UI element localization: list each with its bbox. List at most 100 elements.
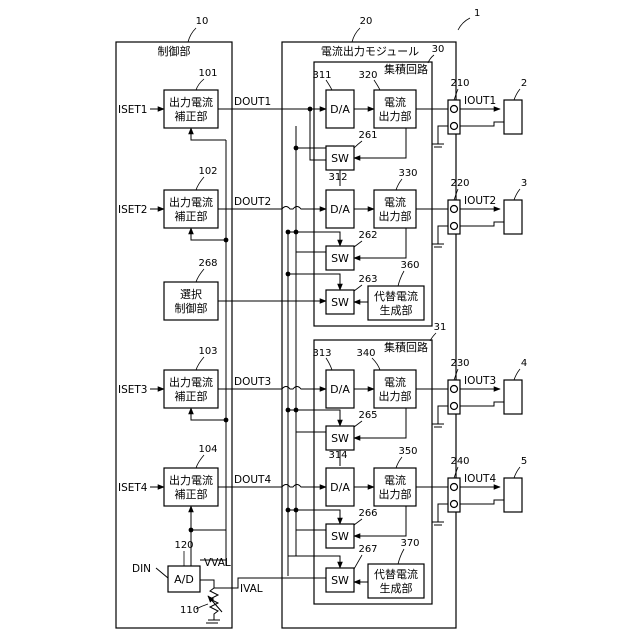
output-current-correction-2: 出力電流 補正部 102 [164,166,218,228]
iset2-label: ISET2 [118,204,148,216]
alt-360-ref: 360 [400,260,419,271]
system-ref: 1 [474,8,480,19]
dac-313-ref: 313 [312,348,331,359]
out-340-label-2: 出力部 [379,389,412,403]
sel-ref: 268 [198,258,217,269]
ic1-title: 集積回路 [384,62,428,76]
corr3-label-1: 出力電流 [169,375,213,389]
iout2-label: IOUT2 [464,195,496,207]
out-340-ref: 340 [356,348,375,359]
iset1-label: ISET1 [118,104,148,116]
dac-314-ref: 314 [328,450,347,461]
corr2-label-2: 補正部 [175,209,208,223]
output-current-correction-4: 出力電流 補正部 104 [164,444,218,506]
resistor-ref: 110 [180,605,199,616]
iout4-label: IOUT4 [464,473,496,485]
output-terminal-3: IOUT3 230 4 [416,358,527,427]
sw-261-label: SW [331,152,349,165]
dac-313-label: D/A [330,383,350,396]
sel-label-2: 制御部 [175,301,208,315]
current-output-340: 電流 出力部 340 [356,348,416,408]
corr4-label-2: 補正部 [175,487,208,501]
out-320-ref: 320 [358,70,377,81]
dac-312-label: D/A [330,203,350,216]
out-350-label-1: 電流 [384,473,406,487]
out-350-ref: 350 [398,446,417,457]
terminal-220-ref: 220 [450,178,469,189]
module-vertical-buses [286,146,299,576]
load-3-ref: 3 [521,178,527,189]
output-terminal-4: IOUT4 240 5 [416,456,527,525]
control-unit-title: 制御部 [158,44,191,58]
corr2-label-1: 出力電流 [169,195,213,209]
out-330-ref: 330 [398,168,417,179]
selection-control-unit: 選択 制御部 268 [164,258,218,320]
dac-311-label: D/A [330,103,350,116]
integrated-circuit-1-frame: 集積回路 30 [314,44,444,326]
sw-261-ref: 261 [358,130,377,141]
load-2-ref: 2 [521,78,527,89]
sw-262-label: SW [331,252,349,265]
iset-inputs: ISET1 ISET2 ISET3 ISET4 [118,104,164,494]
corr3-ref: 103 [198,346,217,357]
switch-266: SW 266 [326,508,378,548]
module-title: 電流出力モジュール [321,44,419,58]
corr4-label-1: 出力電流 [169,473,213,487]
din-label: DIN [132,563,151,575]
corr3-label-2: 補正部 [175,389,208,403]
switch-261: SW 261 [326,130,378,170]
adc-label: A/D [174,573,194,586]
alternate-current-gen-360: 代替電流 生成部 360 [368,260,424,320]
dac-312: D/A 312 [326,172,354,228]
control-unit-ref: 10 [196,16,209,27]
ic2-title: 集積回路 [384,340,428,354]
sw-263-ref: 263 [358,274,377,285]
dac-314-label: D/A [330,481,350,494]
vval-label: VVAL [204,557,231,569]
out-340-label-1: 電流 [384,375,406,389]
sel-label-1: 選択 [180,287,202,301]
alt-370-label-2: 生成部 [380,581,413,595]
terminal-240-ref: 240 [450,456,469,467]
sw-265-ref: 265 [358,410,377,421]
corr1-ref: 101 [198,68,217,79]
load-4-ref: 4 [521,358,527,369]
ic2-ref: 31 [434,322,447,333]
out-330-label-2: 出力部 [379,209,412,223]
load-5-ref: 5 [521,456,527,467]
current-output-350: 電流 出力部 350 [374,446,418,506]
output-current-correction-3: 出力電流 補正部 103 [164,346,218,408]
ival-label: IVAL [240,583,263,595]
dac-313: D/A 313 [312,348,354,408]
alt-360-label-2: 生成部 [380,303,413,317]
dac-312-ref: 312 [328,172,347,183]
switch-262: SW 262 [326,230,378,270]
alt-370-ref: 370 [400,538,419,549]
current-output-320: 電流 出力部 320 [358,70,416,128]
adc-block: A/D 120 [168,540,200,592]
dac-311-ref: 311 [312,70,331,81]
dout1-label: DOUT1 [234,96,271,108]
dout3-label: DOUT3 [234,376,271,388]
out-330-label-1: 電流 [384,195,406,209]
alt-370-label-1: 代替電流 [374,567,418,581]
iout3-label: IOUT3 [464,375,496,387]
module-ref: 20 [360,16,373,27]
sw-267-label: SW [331,574,349,587]
switch-265: SW 265 [326,410,378,450]
ic1-ref: 30 [432,44,445,55]
iset3-label: ISET3 [118,384,148,396]
corr1-label-1: 出力電流 [169,95,213,109]
sw-262-ref: 262 [358,230,377,241]
output-current-correction-1: 出力電流 補正部 101 [164,68,218,128]
terminal-210-ref: 210 [450,78,469,89]
corr1-label-2: 補正部 [175,109,208,123]
out-320-label-2: 出力部 [379,109,412,123]
alt-360-label-1: 代替電流 [374,289,418,303]
corr2-ref: 102 [198,166,217,177]
sw-267-ref: 267 [358,544,377,555]
output-terminal-2: IOUT2 220 3 [416,178,527,247]
terminal-230-ref: 230 [450,358,469,369]
sw-265-label: SW [331,432,349,445]
corr4-ref: 104 [198,444,217,455]
